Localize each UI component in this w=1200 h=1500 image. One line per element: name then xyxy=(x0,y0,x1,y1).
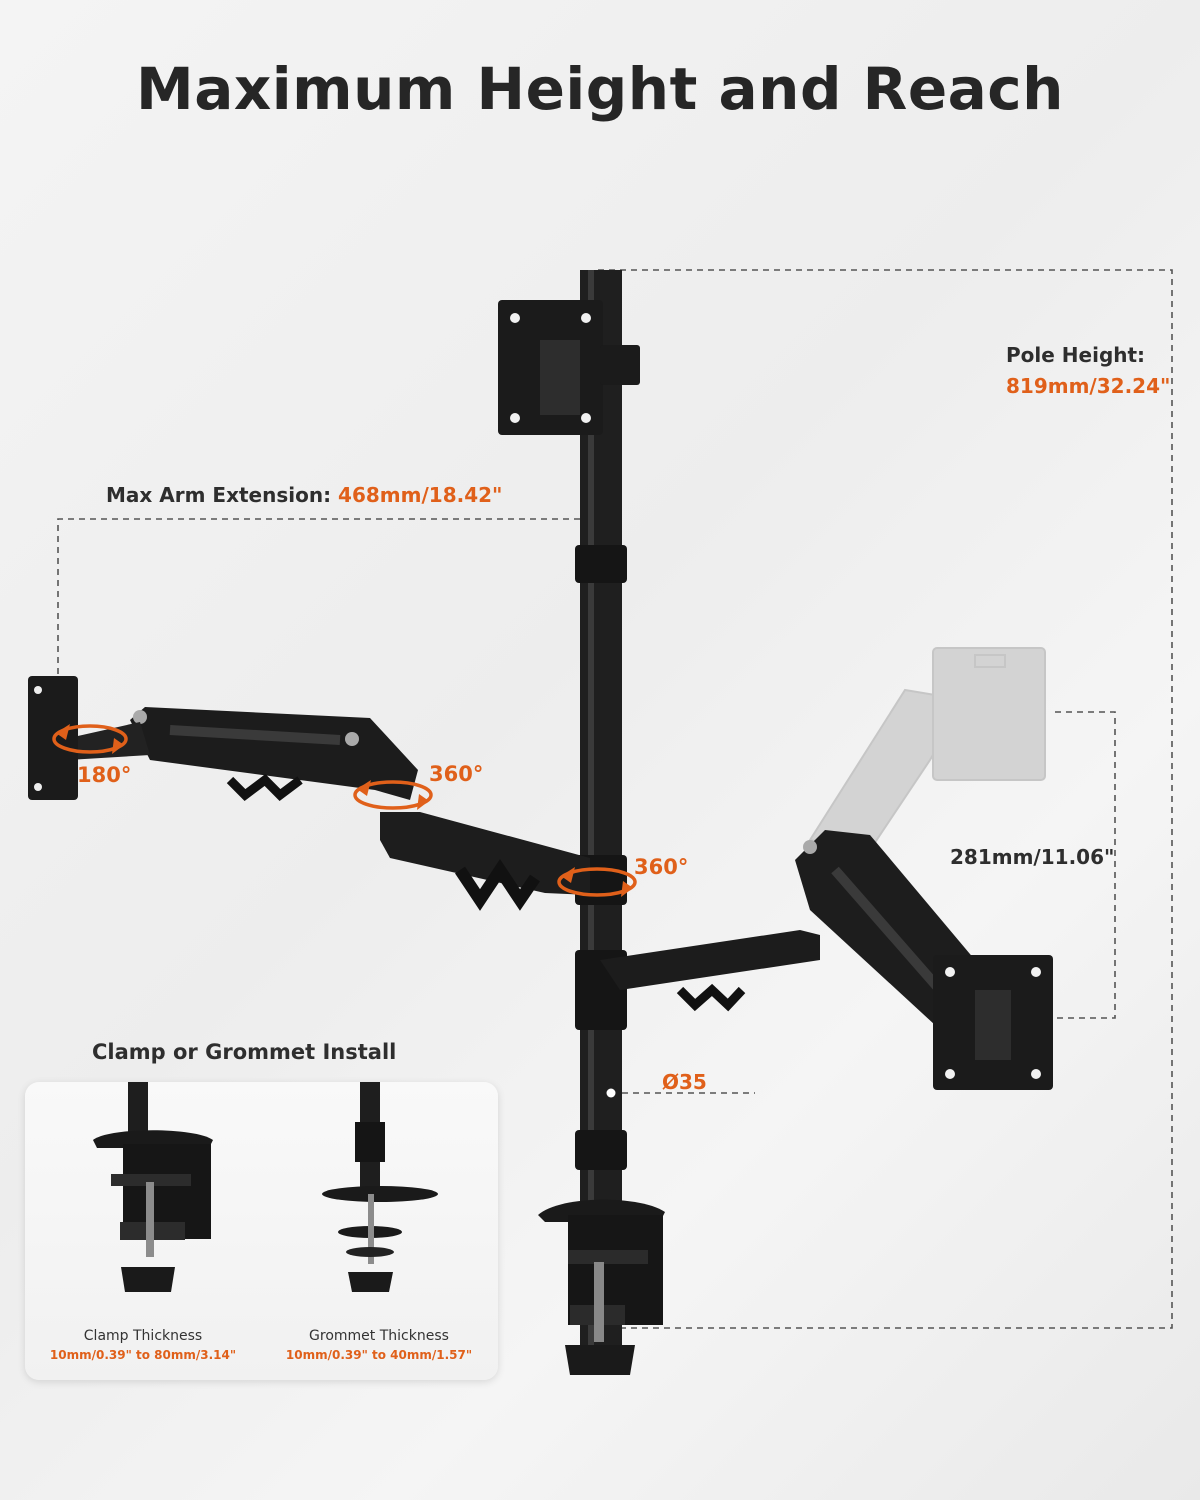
rotation-indicators xyxy=(52,724,637,897)
vertical-travel-label: 281mm/11.06" xyxy=(950,845,1115,869)
ghost-right-arm xyxy=(808,647,1046,852)
clamp-caption: Clamp Thickness 10mm/0.39" to 80mm/3.14" xyxy=(49,1328,237,1362)
clamp-illustration xyxy=(93,1082,213,1292)
install-title: Clamp or Grommet Install xyxy=(92,1040,397,1064)
pole-diameter-label: Ø35 xyxy=(662,1070,707,1094)
pole-height-label: Pole Height: 819mm/32.24" xyxy=(1006,343,1171,398)
page-title: Maximum Height and Reach xyxy=(136,55,1064,123)
pole xyxy=(575,270,627,1365)
install-options-panel: Clamp Thickness 10mm/0.39" to 80mm/3.14"… xyxy=(25,1082,498,1380)
install-illustrations xyxy=(93,1082,438,1292)
top-vesa-plate xyxy=(498,300,640,435)
main-desk-clamp xyxy=(538,1199,665,1375)
right-arm xyxy=(600,830,1053,1090)
arm-extension-label: Max Arm Extension: 468mm/18.42" xyxy=(106,483,503,507)
dimension-lines xyxy=(57,269,1173,1329)
tilt-rotation-label: 180° xyxy=(77,763,132,787)
arm-joint-rotation-label: 360° xyxy=(429,762,484,786)
grommet-illustration xyxy=(322,1082,438,1292)
grommet-caption: Grommet Thickness 10mm/0.39" to 40mm/1.5… xyxy=(285,1328,473,1362)
pole-joint-rotation-label: 360° xyxy=(634,855,689,879)
left-arm xyxy=(28,676,590,911)
